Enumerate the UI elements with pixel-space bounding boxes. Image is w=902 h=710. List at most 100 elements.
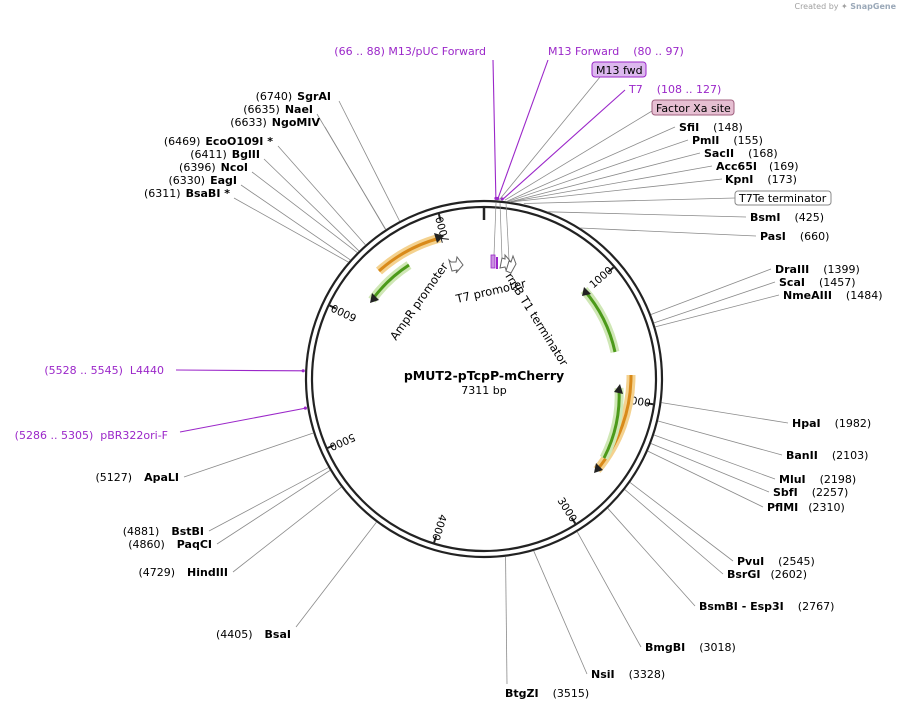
site-name-mlui: MluI [779,473,806,486]
site-label-bmgbi: BmgBI (3018) [645,641,736,654]
site-pos-bglii: (6411) [190,148,227,161]
site-line-pasi [580,227,757,237]
site-pos-nmeaiii: (1484) [846,289,883,302]
primer-mark-4 [303,406,307,410]
site-label-hpai: HpaI(1982) [792,417,871,430]
backbone [304,199,664,559]
site-label-bglii: (6411)BglII [190,148,260,161]
site-label-bsabi: (6311)BsaBI * [144,187,230,200]
tick-label-6000: 6000 [329,301,358,323]
site-line-bsmi [547,211,747,218]
site-label-draiii: DraIII(1399) [775,263,860,276]
snapgene-credit: Created by ✦ SnapGene [794,2,896,11]
site-label-kpni: KpnI(173) [725,173,797,186]
site-name-ngomiv: NgoMIV [272,116,321,129]
site-pos-bstbi: (4881) [123,525,160,538]
rrnb-terminator-label: rrnB T1 terminator [502,270,571,368]
site-line-ngomiv [324,126,386,230]
primer-line-3 [175,369,305,372]
site-label-bstbi: (4881) BstBI [123,525,204,538]
m13-fwd-box-label: M13 fwd [596,64,643,77]
site-label-sgrai: (6740)SgrAI [256,90,331,103]
site-name-bstbi: BstBI [171,525,204,538]
primer-label-t7: T7 (108 .. 127) [628,83,721,96]
site-line-pvui [629,482,734,562]
site-label-mlui: MluI (2198) [779,473,856,486]
m13-fwd-marker [490,254,496,269]
site-label-naei: (6635)NaeI [243,103,313,116]
site-name-ecoo109i: EcoO109I * [205,135,273,148]
cds-arrowhead-right-orange [594,463,603,473]
site-line-scai [653,281,776,324]
primer-line-0 [492,59,497,200]
site-name-paqci: PaqCI [177,538,212,551]
site-label-ecoo109i: (6469)EcoO109I * [164,135,273,148]
site-line-ecoo109i- [277,145,366,246]
cds-arrow-right-orange [595,374,633,471]
inner-feature-line-2 [505,202,510,261]
primer-label-m13-forward: M13 Forward (80 .. 97) [548,45,684,58]
site-pos-acc65i: (169) [769,160,799,173]
site-line-bsai [295,521,377,628]
site-label-banii: BanII (2103) [786,449,868,462]
site-pos-mlui: (2198) [820,473,857,486]
site-line-bsmbi-esp3i [607,508,696,607]
t7te-box-label: T7Te terminator [738,192,827,205]
site-pos-kpni: (173) [767,173,797,186]
site-pos-btgzi: (3515) [553,687,590,700]
site-line-nsii [533,550,588,675]
factor-xa-box-bg [651,99,735,116]
tick-label-5000: 5000 [328,431,357,453]
backbone-outer-circle [304,199,664,559]
site-name-sfii: SfiI [679,121,699,134]
site-pos-pasi: (660) [800,230,830,243]
site-line-hindiii [232,486,342,573]
primer-mark-3 [301,369,305,373]
tick-7000 [437,213,442,222]
site-label-sacii: SacII(168) [704,147,778,160]
site-line-btgzi [505,556,508,685]
m13-fwd-box: M13 fwd [591,61,647,78]
site-pos-naei: (6635) [243,103,280,116]
site-name-nsii: NsiI [591,668,615,681]
site-label-hindiii: (4729)HindIII [138,566,228,579]
restriction-site-labels: (6740)SgrAI (6635)NaeI (6633)NgoMIV (646… [96,90,883,700]
credit-prefix: Created by [794,2,839,11]
site-pos-draiii: (1399) [823,263,860,276]
site-label-pmli: PmlI(155) [692,134,763,147]
site-pos-paqci: (4860) [128,538,165,551]
site-pos-bsabi: (6311) [144,187,181,200]
site-name-scai: ScaI [779,276,805,289]
site-label-scai: ScaI(1457) [779,276,856,289]
ampr-promoter-icon [448,255,464,274]
site-pos-pvui: (2545) [778,555,815,568]
site-label-btgzi: BtgZI(3515) [505,687,589,700]
primer-site-marker [496,257,498,269]
rrnb-terminator-icon [505,254,517,274]
primer-line-1 [497,59,549,200]
site-line-banii [657,420,783,456]
site-name-hindiii: HindIII [187,566,228,579]
feature-line-1 [504,110,653,201]
tick-4000 [433,535,438,543]
site-line-pmli [507,139,689,202]
site-line-sbfi [650,443,770,493]
site-name-pmli: PmlI [692,134,719,147]
site-name-banii: BanII [786,449,818,462]
site-name-bsmi: BsmI [750,211,781,224]
site-line-eagi [240,184,351,261]
site-pos-nsii: (3328) [629,668,666,681]
primer-line-2 [501,89,626,201]
site-line-ncoi [251,171,358,253]
site-line-sacii [509,152,701,203]
site-pos-bmgbi: (3018) [699,641,736,654]
feature-arrows [368,233,636,473]
site-line-acc65i [509,165,713,203]
site-pos-banii: (2103) [832,449,869,462]
feature-line-0 [499,76,601,200]
site-name-bsrgi: BsrGI [727,568,760,581]
inner-feature-line-1 [499,202,503,259]
site-line-sgrai [338,100,401,222]
site-name-bmgbi: BmgBI [645,641,685,654]
